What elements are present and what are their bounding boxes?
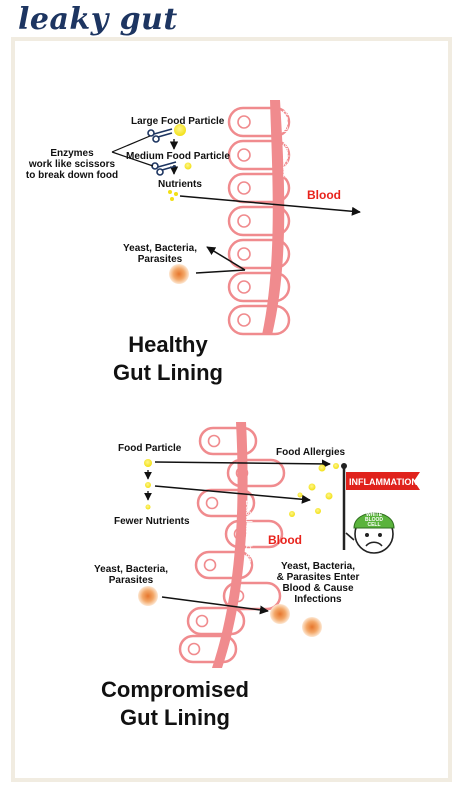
pathogens-enter-label-2: & Parasites Enter: [277, 572, 360, 583]
food-particle-label: Food Particle: [118, 443, 182, 454]
compromised-pathogens-label-2: Parasites: [109, 575, 154, 586]
inflammation-flag: [346, 472, 420, 490]
food-allergies-label: Food Allergies: [276, 447, 346, 458]
nutrient-dot: [174, 192, 178, 196]
medium-food-particle-label: Medium Food Particle: [126, 151, 230, 162]
arrow-pathogen-into-blood: [161, 596, 269, 615]
enzyme-pointer: [111, 151, 154, 167]
healthy-blood-label: Blood: [307, 188, 341, 202]
inflammation-label: INFLAMMATION: [349, 477, 418, 487]
white-blood-cell: [345, 512, 395, 554]
healthy-title-2: Gut Lining: [113, 360, 223, 385]
large-food-particle-label: Large Food Particle: [131, 116, 225, 127]
pathogens-enter-label-4: Infections: [294, 594, 342, 605]
healthy-pathogens-label-1: Yeast, Bacteria,: [123, 243, 197, 254]
pathogen-bounce-arrow: [206, 246, 246, 271]
enzymes-label-2: work like scissors: [28, 159, 116, 170]
pathogen-blob: [138, 586, 158, 606]
enzymes-label-3: to break down food: [26, 170, 118, 181]
pathogen-blob: [302, 617, 322, 637]
compromised-membrane-label: Basal Membrane: [244, 500, 254, 568]
healthy-villi-inner: [237, 115, 251, 327]
pathogens-enter-label-3: Blood & Cause: [282, 583, 354, 594]
flag-pole-top: [341, 463, 347, 469]
medium-food-particle: [184, 162, 192, 170]
pathogens-enter-label-1: Yeast, Bacteria,: [281, 561, 355, 572]
compromised-title-1: Compromised: [101, 677, 249, 702]
healthy-membrane-label: Basal Membrane: [281, 110, 291, 178]
wbc-label-2: BLOOD: [365, 517, 383, 523]
enzyme-pointer: [111, 135, 151, 153]
page-heading: leaky gut: [18, 2, 178, 37]
compromised-blood-label: Blood: [268, 533, 302, 547]
nutrients-label: Nutrients: [158, 179, 202, 190]
large-food-particle: [174, 124, 186, 136]
nutrient-dot: [170, 197, 174, 201]
allergen-particles: [289, 463, 339, 517]
pathogen-path: [195, 269, 246, 274]
food-particle: [145, 482, 151, 488]
scissors-icon: [147, 128, 173, 143]
pathogen-blob: [169, 264, 189, 284]
wbc-label-3: CELL: [367, 522, 380, 528]
arrow-food-to-blood: [154, 485, 311, 504]
healthy-title-1: Healthy: [128, 332, 208, 357]
arrow-food-to-allergies: [154, 459, 331, 469]
arrow-nutrients-to-blood: [179, 195, 361, 216]
healthy-basal-membrane: [262, 100, 285, 335]
food-particle: [144, 459, 152, 467]
food-particle: [145, 504, 151, 510]
wbc-label-1: WHITE: [366, 512, 383, 518]
fewer-nutrients-label: Fewer Nutrients: [114, 516, 190, 527]
scissors-icon: [151, 161, 177, 176]
healthy-pathogens-label-2: Parasites: [138, 254, 183, 265]
compromised-basal-membrane: [212, 422, 248, 668]
compromised-pathogens-label-1: Yeast, Bacteria,: [94, 564, 168, 575]
enzymes-label-1: Enzymes: [50, 148, 94, 159]
nutrient-dot: [168, 190, 172, 194]
compromised-title-2: Gut Lining: [120, 705, 230, 730]
pathogen-blob: [270, 604, 290, 624]
